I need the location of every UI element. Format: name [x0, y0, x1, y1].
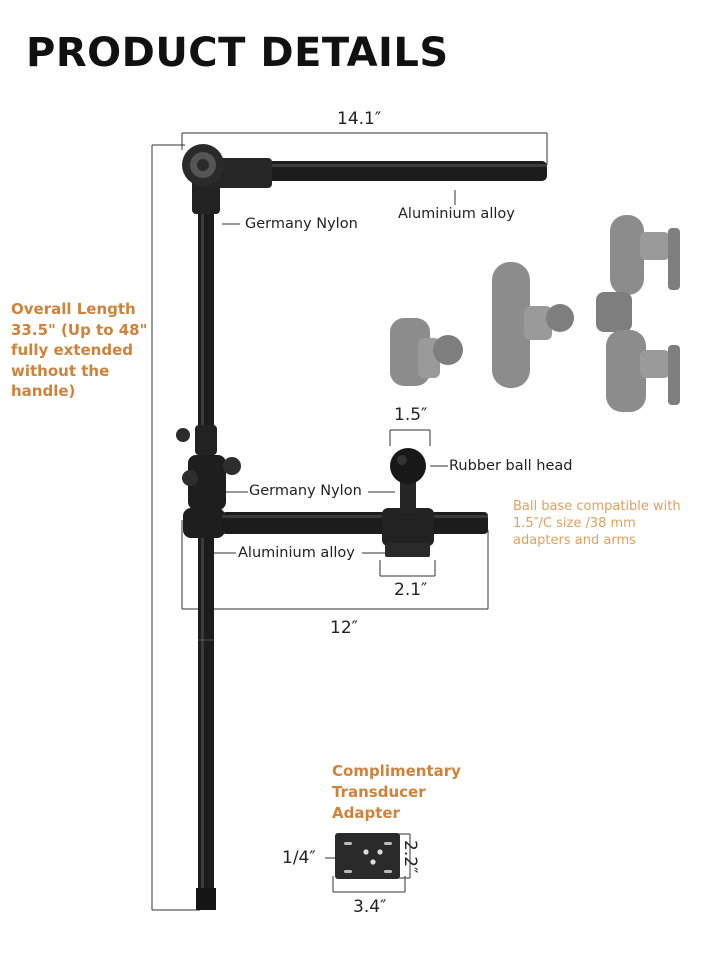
plate-height: 2.2″	[400, 840, 420, 874]
ball-base-width: 2.1″	[394, 580, 428, 600]
plate-hole-size: 1/4″	[282, 848, 316, 868]
plate-width: 3.4″	[353, 897, 387, 917]
top-arm-material: Aluminium alloy	[398, 206, 515, 222]
ball-head-label: Rubber ball head	[449, 458, 573, 474]
transducer-adapter-plate	[335, 833, 400, 879]
lower-arm-material: Aluminium alloy	[238, 545, 355, 561]
pole-assembly	[176, 144, 547, 910]
page-title: PRODUCT DETAILS	[26, 30, 449, 76]
top-arm-width: 14.1″	[337, 109, 382, 129]
adapter-title: Complimentary Transducer Adapter	[332, 762, 461, 822]
ball-base-note: Ball base compatible with 1.5″/C size /3…	[513, 499, 681, 548]
top-joint-material: Germany Nylon	[245, 216, 358, 232]
dimension-lines	[151, 132, 548, 911]
clamp-material: Germany Nylon	[249, 483, 362, 499]
ball-head-width: 1.5″	[394, 405, 428, 425]
overall-length-text: Overall Length 33.5" (Up to 48" fully ex…	[11, 300, 148, 400]
lower-arm-width: 12″	[330, 618, 358, 638]
accessory-parts	[390, 215, 680, 412]
